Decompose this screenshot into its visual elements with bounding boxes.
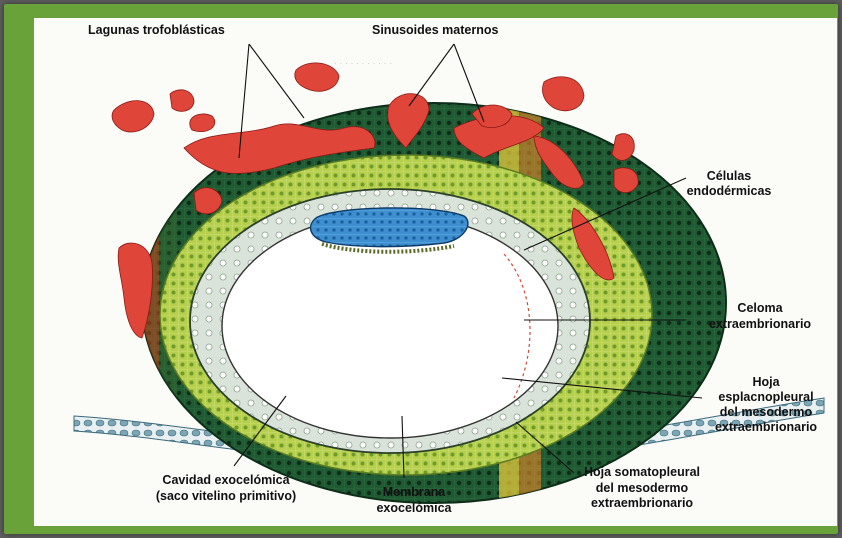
label-cavidad-line1: Cavidad exocelómica: [162, 473, 290, 487]
label-membrana-line2: exocelómica: [376, 501, 452, 515]
label-hoja-esp-line3: del mesodermo: [720, 405, 813, 419]
label-cavidad-line2: (saco vitelino primitivo): [156, 489, 296, 503]
label-hoja-som-line2: del mesodermo: [596, 481, 689, 495]
label-membrana-line1: Membrana: [383, 485, 447, 499]
label-lagunas-trofoblasticas: Lagunas trofoblásticas: [88, 23, 225, 37]
label-celulas-line2: endodérmicas: [687, 184, 772, 198]
label-hoja-esp-line2: esplacnopleural: [718, 390, 813, 404]
slide-frame: · · · · · · · · · · ·: [4, 4, 838, 534]
label-hoja-som-line3: extraembrionario: [591, 496, 693, 510]
diagram-panel: · · · · · · · · · · ·: [34, 18, 837, 526]
label-hoja-esp-line4: extraembrionario: [715, 420, 817, 434]
label-hoja-som-line1: Hoja somatopleural: [584, 465, 700, 479]
label-celoma-line2: extraembrionario: [709, 317, 811, 331]
label-hoja-esp-line1: Hoja: [752, 375, 780, 389]
embryo-diagram: Lagunas trofoblásticas Sinusoides matern…: [34, 18, 837, 526]
label-celoma-line1: Celoma: [737, 301, 783, 315]
label-sinusoides-maternos: Sinusoides maternos: [372, 23, 498, 37]
exocoelomic-cavity: [222, 214, 558, 438]
label-celulas-line1: Células: [707, 169, 752, 183]
